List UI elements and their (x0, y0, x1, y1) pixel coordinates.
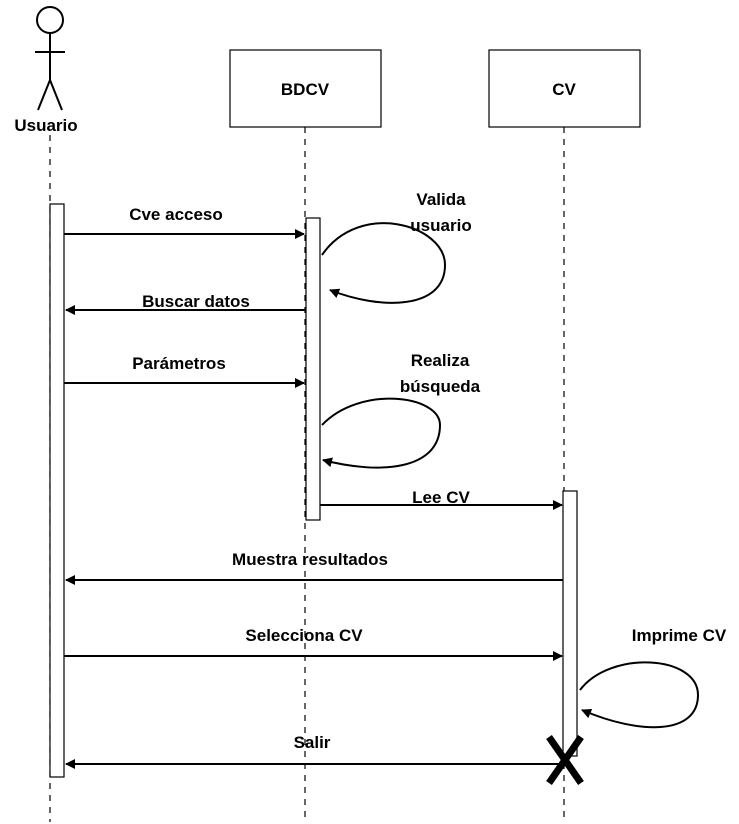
self-message-valida-line2: usuario (410, 216, 471, 235)
actor-label: Usuario (14, 116, 77, 135)
message-salir: Salir (294, 733, 331, 752)
self-message-busqueda-line1: Realiza (411, 351, 470, 370)
message-lee-cv: Lee CV (412, 488, 470, 507)
self-loop-imprime (579, 661, 700, 729)
cv-activation (562, 490, 578, 757)
actor-stick-figure-icon (35, 6, 65, 111)
message-muestra-resultados: Muestra resultados (232, 550, 388, 569)
actor-activation (49, 203, 65, 778)
self-message-imprime-cv: Imprime CV (632, 626, 727, 645)
destroy-x-icon (546, 735, 584, 785)
message-cve-acceso: Cve acceso (129, 205, 223, 224)
self-loop-valida (321, 222, 447, 304)
message-buscar-datos: Buscar datos (142, 292, 250, 311)
cv-label: CV (552, 80, 576, 99)
bdcv-box (229, 49, 382, 128)
bdcv-label: BDCV (281, 80, 330, 99)
self-loop-busqueda (321, 397, 442, 469)
message-parametros: Parámetros (132, 354, 226, 373)
self-message-busqueda-line2: búsqueda (400, 377, 481, 396)
message-selecciona-cv: Selecciona CV (245, 626, 363, 645)
cv-box (488, 49, 641, 128)
bdcv-activation (305, 217, 321, 521)
self-message-valida-line1: Valida (416, 190, 466, 209)
